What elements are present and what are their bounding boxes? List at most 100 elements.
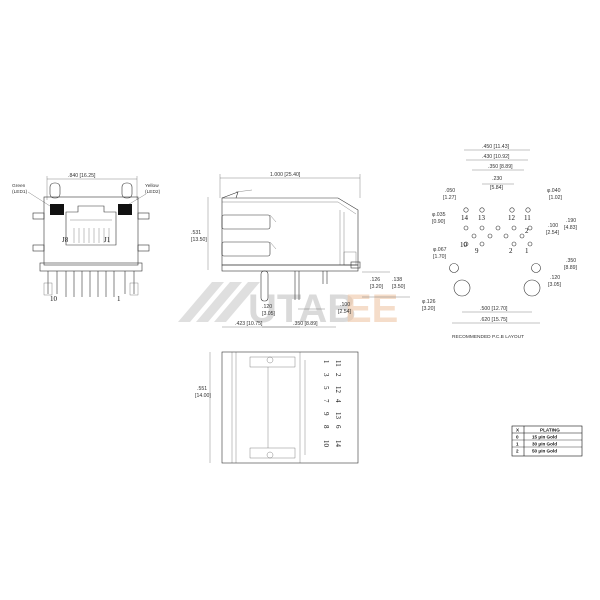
plating-table: X PLATING 0 15 μin Gold 1 30 μin Gold 2 …: [511, 425, 583, 457]
pcb-pin-1: 1: [525, 247, 529, 255]
top-pin-12: 12: [334, 386, 342, 394]
dim-120-in: .120: [262, 304, 272, 310]
plating-row-x: 1: [516, 442, 519, 447]
led1-indicator: [50, 204, 64, 215]
top-pin-1: 1: [322, 360, 330, 364]
dim-350: .350 [8.89]: [293, 321, 318, 327]
jack-body-side: [221, 197, 359, 266]
side-height-dim-mm: [13.50]: [191, 237, 207, 243]
front-pin-label-1: 1: [117, 295, 121, 303]
side-view: 1.000 [25.40] .531 [13.50] .126 [3.20] .…: [191, 172, 410, 328]
top-pin-8: 8: [322, 425, 330, 429]
led2-label-color: Yellow: [145, 183, 159, 189]
pcb-dim-620: .620 [15.75]: [480, 317, 508, 323]
jack-body-front: [43, 196, 139, 266]
pcb-dim-050-mm: [1.27]: [443, 195, 457, 201]
dim-126-in: .126: [370, 277, 380, 283]
top-pin-9: 9: [322, 412, 330, 416]
watermark: UTAB EE: [178, 282, 398, 331]
jack-body-top: [221, 351, 359, 464]
front-width-dim: .840 [16.25]: [68, 173, 96, 179]
pcb-pin-9: 9: [475, 247, 479, 255]
pcb-dim-190-in: .190: [566, 218, 576, 224]
pcb-pin-14: 14: [461, 214, 469, 222]
pcb-dim-350v-in: .350: [566, 258, 576, 264]
top-view: .551 [14.00] 1 11 3 2 5 12 4 7 9 13 8 6 …: [195, 351, 359, 464]
pcb-dim-035-in: φ.035: [432, 212, 446, 218]
plating-row-value: 15 μin Gold: [532, 435, 557, 440]
pcb-mount-hole-left: [453, 279, 471, 297]
rj45-opening: [65, 205, 117, 246]
dim-138-mm: [3.50]: [392, 284, 406, 290]
pcb-dim-230-mm: [5.84]: [490, 185, 504, 191]
pcb-dim-450: .450 [11.43]: [482, 144, 510, 150]
led2-indicator: [118, 204, 132, 215]
side-length-dim: 1.000 [25.40]: [270, 172, 301, 178]
pcb-dim-040-in: φ.040: [547, 188, 561, 194]
pcb-dim-120-in: .120: [550, 275, 560, 281]
pcb-mount-hole-right: [523, 279, 541, 297]
pcb-layout-caption: RECOMMENDED P.C.B LAYOUT: [452, 334, 524, 340]
pcb-dim-100-in: .100: [548, 223, 558, 229]
plating-row-value: 50 μin Gold: [532, 449, 557, 454]
top-pin-3: 3: [322, 373, 330, 377]
pcb-dim-035-mm: [0.90]: [432, 219, 446, 225]
pcb-dim-067-mm: [1.70]: [433, 254, 447, 260]
watermark-text-ee: EE: [345, 287, 398, 331]
dim-138-in: .138: [392, 277, 402, 283]
top-pin-5: 5: [322, 386, 330, 390]
plating-header-plating: PLATING: [540, 428, 560, 433]
pcb-dim-100-mm: [2.54]: [546, 230, 560, 236]
pcb-pin-2: 2: [509, 247, 513, 255]
pcb-layout: .450 [11.43] .430 [10.92] .350 [8.89] .2…: [422, 144, 578, 340]
top-pin-11: 11: [334, 360, 342, 367]
pcb-dim-040-mm: [1.02]: [549, 195, 563, 201]
top-pin-2: 2: [334, 373, 342, 377]
plating-header-x: X: [516, 428, 520, 433]
pcb-dim-067-in: φ.067: [433, 247, 447, 253]
dim-100-in: .100: [340, 302, 350, 308]
dim-100-mm: [2.54]: [338, 309, 352, 315]
top-view-pin-labels: 1 11 3 2 5 12 4 7 9 13 8 6 10 14: [322, 360, 342, 448]
led1-label-id: (LED1): [12, 189, 28, 195]
pcb-dim-120-mm: [3.05]: [548, 282, 562, 288]
plating-row-x: 0: [516, 435, 519, 440]
pcb-dim-430: .430 [10.92]: [482, 154, 510, 160]
pcb-pin-12: 12: [508, 214, 516, 222]
pcb-dim-350: .350 [8.89]: [488, 164, 513, 170]
top-height-dim-mm: [14.00]: [195, 393, 211, 399]
pcb-pin-holes: [449, 207, 541, 297]
plating-row-value: 30 μin Gold: [532, 442, 557, 447]
pcb-pin-10: 10: [460, 241, 468, 249]
front-pin-label-10: 10: [50, 295, 58, 303]
pcb-dim-350v-mm: [8.89]: [564, 265, 578, 271]
top-pin-6: 6: [334, 425, 342, 429]
pcb-dim-500: .500 [12.70]: [480, 306, 508, 312]
dim-423: .423 [10.75]: [235, 321, 263, 327]
top-height-dim-in: .551: [197, 386, 207, 392]
top-pin-7: 7: [322, 399, 330, 403]
pcb-pin-2-right: 2: [525, 227, 529, 235]
pcb-dim-126-mm: [3.20]: [422, 306, 436, 312]
front-view: .840 [16.25] Green (LED1) Yellow (LED2): [12, 173, 161, 303]
pcb-dim-190-mm: [4.83]: [564, 225, 578, 231]
pcb-dim-050-in: .050: [445, 188, 455, 194]
led1-label-color: Green: [12, 183, 26, 189]
dim-120-mm: [3.05]: [262, 311, 276, 317]
pcb-pin-13: 13: [478, 214, 486, 222]
led2-label-id: (LED2): [145, 189, 161, 195]
dim-126-mm: [3.20]: [370, 284, 384, 290]
jack-label-j8: J8: [62, 236, 69, 244]
top-pin-4: 4: [334, 399, 342, 403]
top-pin-10: 10: [322, 440, 330, 448]
pcb-pin-11: 11: [524, 214, 531, 222]
jack-label-j1: J1: [104, 236, 111, 244]
watermark-logo-stripes: [178, 282, 260, 322]
pcb-dim-230-in: .230: [492, 176, 502, 182]
top-pin-14: 14: [334, 440, 342, 448]
side-height-dim-in: .531: [191, 230, 201, 236]
plating-row-x: 2: [516, 449, 519, 454]
pcb-dim-126-in: φ.126: [422, 299, 436, 305]
top-pin-13: 13: [334, 412, 342, 420]
